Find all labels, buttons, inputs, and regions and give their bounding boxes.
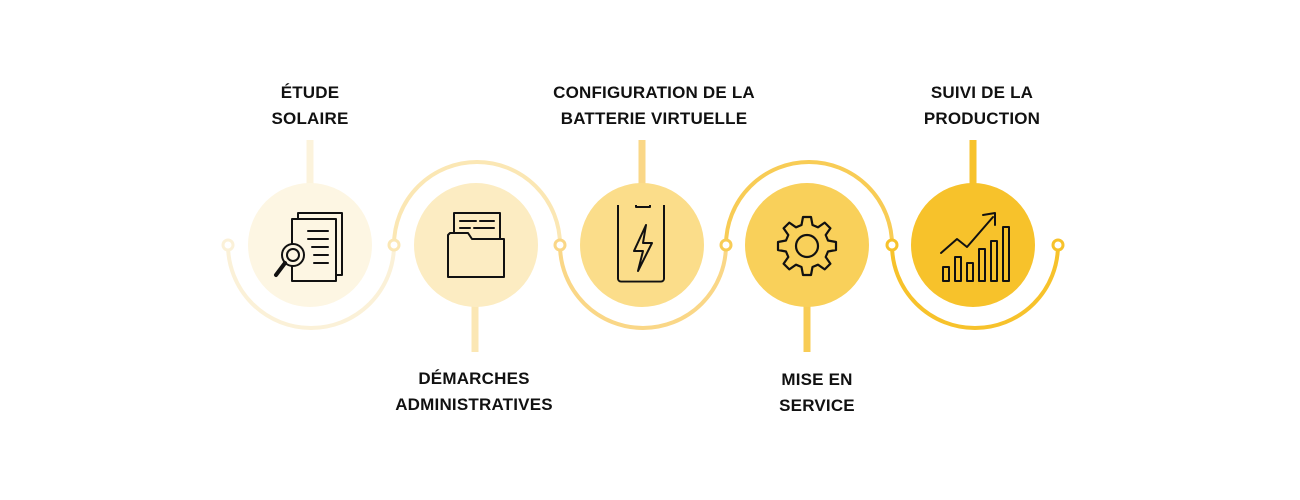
step-label-2: DÉMARCHES ADMINISTRATIVES [354, 366, 594, 418]
gear-icon [776, 215, 838, 277]
arc-1 [226, 244, 396, 330]
junction-dot-1 [221, 238, 235, 252]
step-label-1-line1: ÉTUDE [280, 83, 340, 102]
step-label-2-line1: DÉMARCHES [418, 369, 530, 388]
junction-dot-5 [885, 238, 899, 252]
step-label-3-line1: CONFIGURATION DE LA [553, 83, 755, 102]
step-label-5-line2: PRODUCTION [923, 109, 1041, 128]
arc-4 [724, 160, 894, 246]
document-search-icon [274, 212, 343, 282]
junction-dot-4 [719, 238, 733, 252]
arc-5 [890, 244, 1060, 330]
junction-dot-6 [1051, 238, 1065, 252]
step-label-5-line1: SUIVI DE LA [930, 83, 1034, 102]
arc-2 [392, 160, 562, 246]
arc-3 [558, 244, 728, 330]
junction-dot-3 [553, 238, 567, 252]
step-label-4: MISE EN SERVICE [697, 367, 937, 419]
battery-bolt-icon [617, 205, 665, 283]
junction-dot-2 [387, 238, 401, 252]
step-label-2-line2: ADMINISTRATIVES [395, 395, 553, 414]
step-circle-4 [745, 183, 869, 307]
step-label-1: ÉTUDE SOLAIRE [190, 80, 430, 132]
step-label-5: SUIVI DE LA PRODUCTION [862, 80, 1102, 132]
step-label-4-line1: MISE EN [781, 370, 853, 389]
folder-icon [447, 212, 505, 278]
step-label-3: CONFIGURATION DE LA BATTERIE VIRTUELLE [534, 80, 774, 132]
growth-chart-icon [940, 212, 1010, 282]
step-circle-3 [580, 183, 704, 307]
step-label-3-line2: BATTERIE VIRTUELLE [560, 109, 748, 128]
step-label-1-line2: SOLAIRE [271, 109, 349, 128]
step-label-4-line2: SERVICE [779, 396, 855, 415]
